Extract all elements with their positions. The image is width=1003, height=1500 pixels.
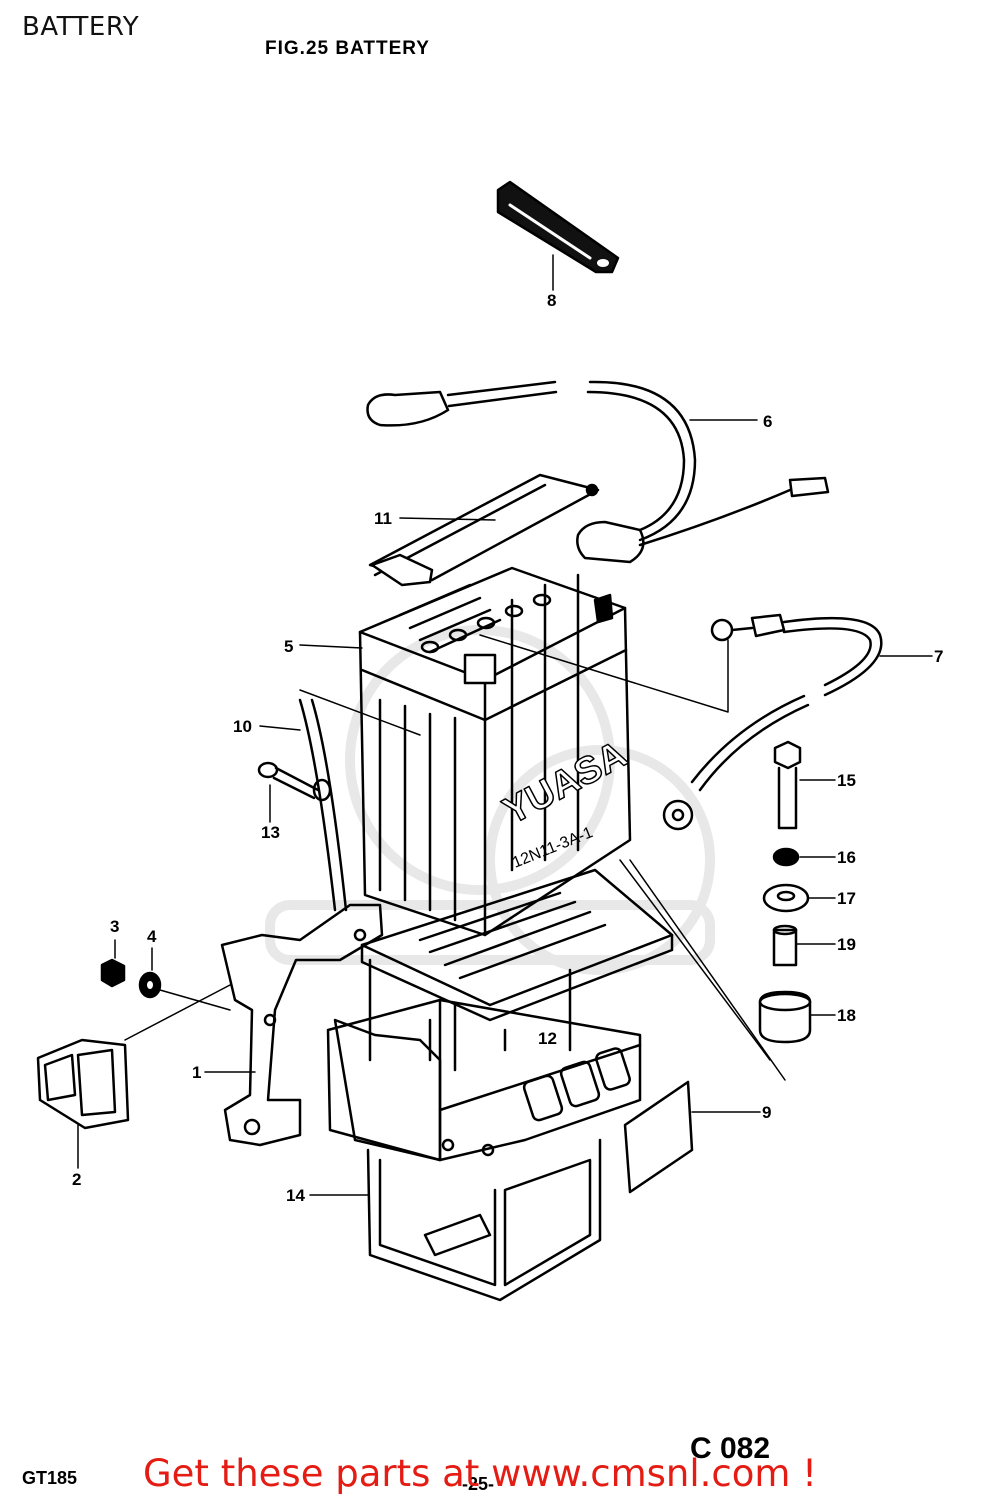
part-7-negative-cable [662,613,883,831]
part-10-breather-tube [298,698,348,912]
callout-6: 6 [763,412,772,431]
callout-10: 10 [233,717,252,736]
callout-15: 15 [837,771,856,790]
callout-12: 12 [538,1029,557,1048]
callout-9: 9 [762,1103,771,1122]
part-2-plate [36,1038,130,1130]
callout-3: 3 [110,917,119,936]
leader-lines [77,254,933,1196]
callout-17: 17 [837,889,856,908]
battery-tray [360,868,674,1022]
callout-13: 13 [261,823,280,842]
callout-11: 11 [374,509,392,528]
callout-18: 18 [837,1006,856,1025]
figure-title: FIG.25 BATTERY [265,38,430,59]
sheet-code: C 082 [690,1432,771,1465]
callout-16: 16 [837,848,856,867]
promo-link[interactable]: Get these parts at www.cmsnl.com ! [143,1452,818,1495]
callout-8: 8 [547,291,556,310]
callout-2: 2 [72,1170,81,1189]
page-number: -25- [462,1474,495,1494]
part-11-battery-band [368,473,600,587]
page-title: BATTERY [22,12,140,42]
callout-1: 1 [192,1063,201,1082]
part-18-cushion [758,990,812,1044]
callout-14: 14 [286,1186,305,1205]
assembly-lines [124,634,786,1081]
part-4-washer [138,971,162,999]
part-19-collar [772,924,798,967]
part-8-terminal-strap [496,180,620,274]
part-9-rubber-pad [623,1080,694,1194]
callout-5: 5 [284,637,293,656]
part-14-battery-case [326,998,642,1302]
part-15-bolt [773,740,802,830]
part-16-lock-washer [772,847,800,867]
drawing-code: GT185 [22,1468,78,1488]
part-1-bracket [220,903,384,1147]
callout-7: 7 [934,647,943,666]
part-13-clamp [257,761,320,800]
part-6-positive-cable [366,380,830,564]
part-12-holder [368,958,572,1072]
callout-4: 4 [147,927,157,946]
part-17-washer [762,883,810,913]
callout-19: 19 [837,935,856,954]
part-3-nut [100,958,126,988]
